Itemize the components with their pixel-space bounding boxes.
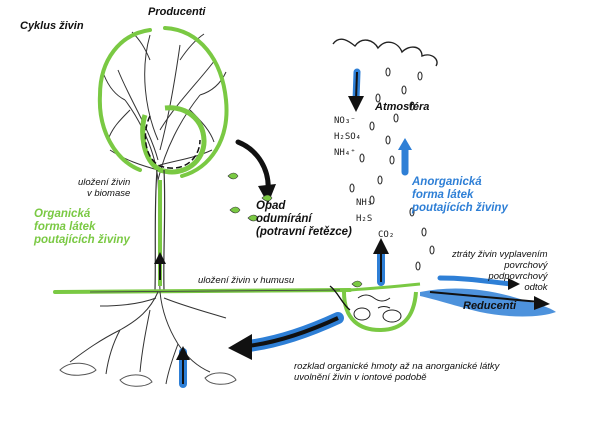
- crown-outline: [97, 26, 229, 178]
- atmosphere-label: Atmosféra: [375, 101, 430, 113]
- rain-drops: [349, 67, 435, 271]
- formula-no3: NO₃⁻: [334, 116, 356, 126]
- inorganic-form-label: Anorganická forma látek poutajících živi…: [412, 176, 508, 215]
- cloud-icon: [332, 38, 438, 67]
- leaf-icons: [227, 172, 363, 288]
- trunk: [154, 169, 166, 291]
- uptake-arrow-icon: [154, 252, 166, 280]
- soil-stones: [59, 362, 237, 387]
- atmosphere-up-arrow-icon: [398, 138, 412, 176]
- rain-arrow-icon: [348, 68, 364, 112]
- formula-nh4: NH₄⁺: [334, 148, 356, 158]
- formula-h2s: H₂S: [356, 214, 373, 224]
- root-uptake-arrow-icon: [176, 346, 190, 388]
- decomposition-label: rozklad organické hmoty až na anorganick…: [294, 361, 500, 383]
- formula-co2: CO₂: [378, 230, 395, 240]
- roots: [69, 291, 227, 385]
- litter-label: Opad odumírání (potravní řetězce): [256, 200, 352, 239]
- organic-form-label: Organická forma látek poutajících živiny: [34, 208, 130, 247]
- humus-storage-label: uložení živin v humusu: [198, 275, 295, 286]
- producers-label: Producenti: [148, 6, 206, 18]
- reducers-pit: [342, 291, 418, 333]
- reducers-label: Reducenti: [463, 300, 517, 312]
- formula-h2so4: H₂SO₄: [334, 132, 362, 142]
- litterfall-arrow-icon: [235, 139, 276, 204]
- diagram-title: Cyklus živin: [20, 20, 84, 32]
- release-up-arrow-icon: [373, 238, 389, 286]
- formula-nh3: NH₃: [356, 198, 373, 208]
- losses-label: ztráty živin vyplavením povrchový podpov…: [452, 249, 548, 293]
- decomposition-arrow-icon: [228, 312, 344, 360]
- leaching-flow-icon: [420, 275, 556, 317]
- biomass-storage-label: uložení živin v biomase: [78, 177, 131, 199]
